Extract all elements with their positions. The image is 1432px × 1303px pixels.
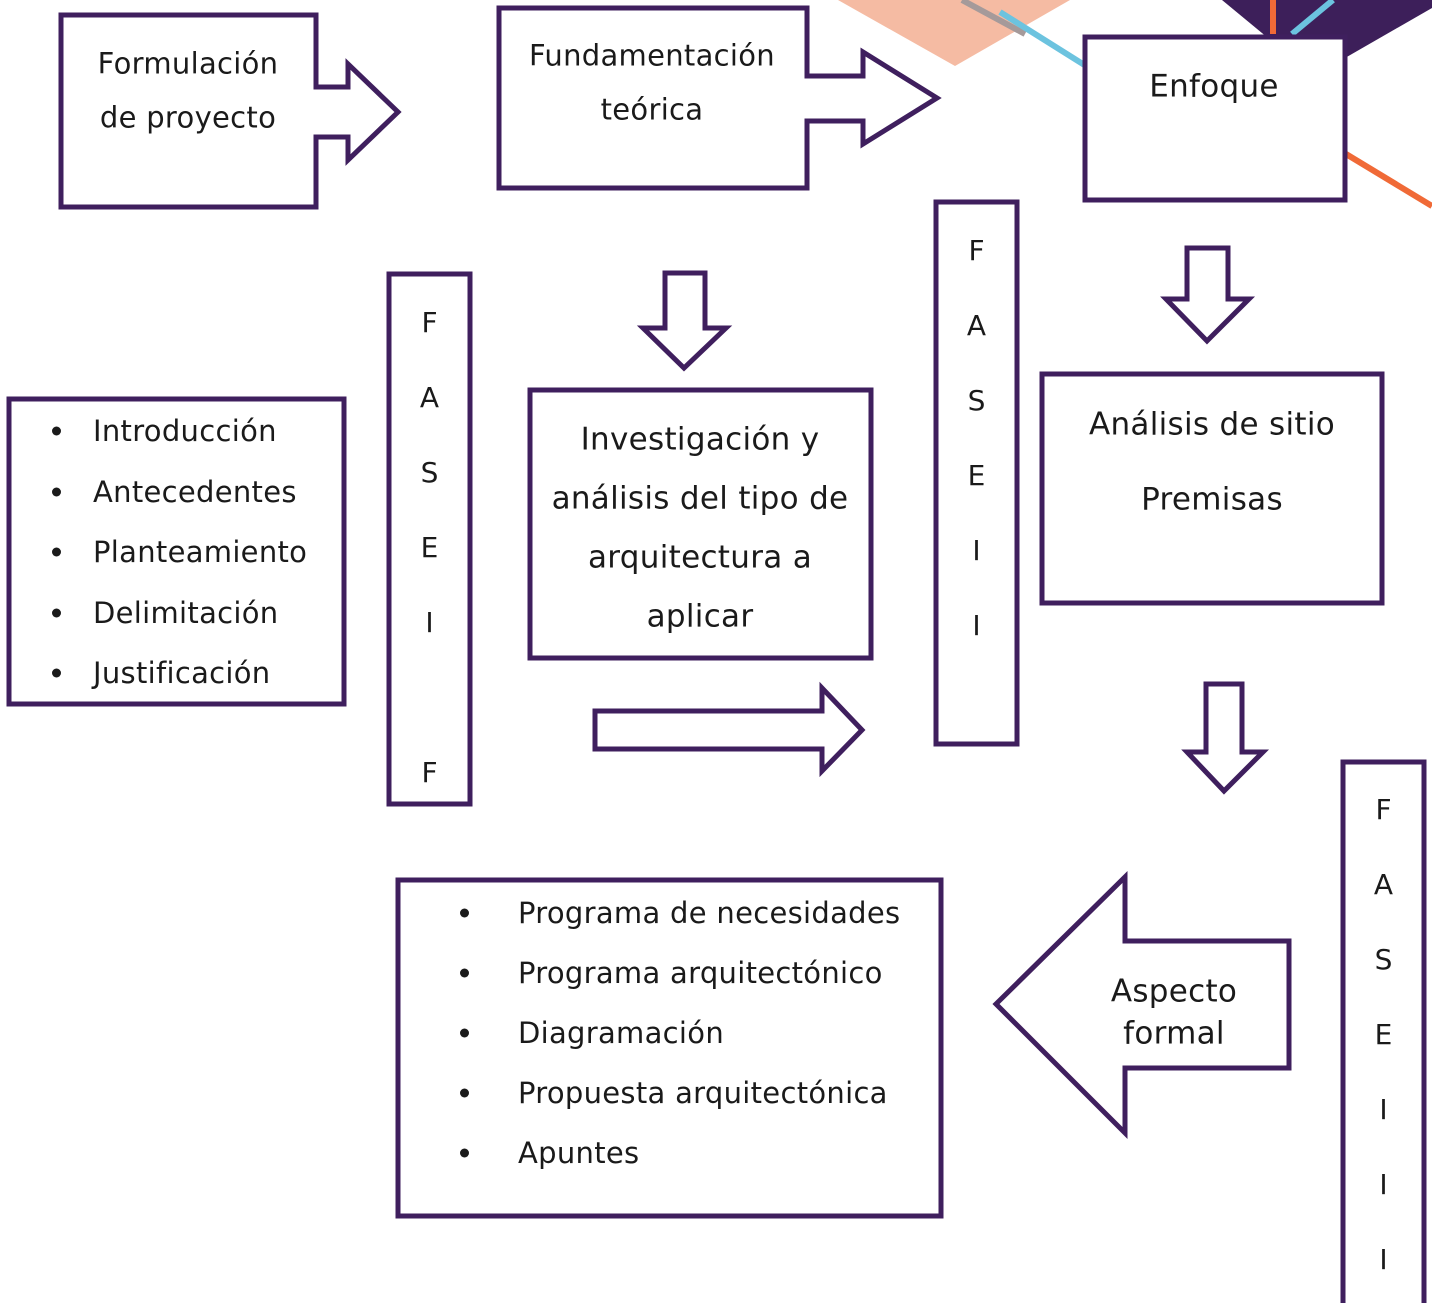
fase1-letter: S xyxy=(420,456,439,489)
fase2-letter: I xyxy=(972,534,981,567)
fase3-letter: I xyxy=(1379,1168,1388,1201)
fundamentacion-callout xyxy=(496,5,942,191)
fase1-column xyxy=(386,271,473,807)
fase1-letter: A xyxy=(419,381,440,414)
fase2-letter: I xyxy=(972,609,981,642)
list-bottom: Programa de necesidades Programa arquite… xyxy=(460,883,900,1183)
fase1-letter: F xyxy=(421,306,438,339)
fase2-letter: S xyxy=(967,384,986,417)
down-arrow-3 xyxy=(1181,681,1270,795)
fase3-letter: S xyxy=(1374,943,1393,976)
orange-line-right xyxy=(1344,151,1432,209)
aspecto-line1: Aspecto xyxy=(1110,973,1238,1010)
fase1-letter: E xyxy=(420,531,439,564)
corner-decoration xyxy=(838,0,1432,209)
formulacion-line2: de proyecto xyxy=(99,100,277,135)
fase3-letter: I xyxy=(1379,1093,1388,1126)
fase2-label: F A S E I I xyxy=(936,237,1017,652)
list-item: Apuntes xyxy=(460,1123,900,1183)
analisis-line1: Análisis de sitio xyxy=(1088,406,1336,443)
right-arrow xyxy=(592,681,866,778)
down-arrow-2 xyxy=(1160,245,1256,345)
fase2-letter: E xyxy=(967,459,986,492)
investigacion-line3: arquitectura a xyxy=(587,539,813,576)
fase2-letter: A xyxy=(966,309,987,342)
aspecto-arrow xyxy=(992,871,1292,1140)
fase3-letter: E xyxy=(1374,1018,1393,1051)
fase2-letter: F xyxy=(968,234,985,267)
list-item: Propuesta arquitectónica xyxy=(460,1063,900,1123)
fase1-letter: I xyxy=(425,606,434,639)
aspecto-line2: formal xyxy=(1123,1015,1225,1052)
list-item: Diagramación xyxy=(460,1003,900,1063)
fase3-column xyxy=(1340,759,1427,1303)
analisis-box xyxy=(1039,371,1385,606)
enfoque-title: Enfoque xyxy=(1149,68,1279,105)
enfoque-box xyxy=(1082,34,1348,203)
fase3-letter: A xyxy=(1373,868,1394,901)
blue-line-right xyxy=(1290,0,1335,37)
investigacion-line4: aplicar xyxy=(646,598,754,635)
list-item: Programa de necesidades xyxy=(460,883,900,943)
fase3-letter: F xyxy=(1375,793,1392,826)
fase2-column xyxy=(933,199,1020,747)
formulacion-line1: Formulación xyxy=(97,46,279,81)
investigacion-line2: análisis del tipo de xyxy=(551,480,849,517)
list-item: Introducción xyxy=(51,401,307,462)
list-item: Justificación xyxy=(51,643,307,704)
list-item: Planteamiento xyxy=(51,522,307,583)
investigacion-box xyxy=(527,387,874,661)
fase3-label: F A S E I I I xyxy=(1343,796,1424,1286)
fase1-letter: F xyxy=(421,756,438,789)
list-item: Delimitación xyxy=(51,583,307,644)
list-item: Antecedentes xyxy=(51,462,307,523)
analisis-line2: Premisas xyxy=(1141,481,1283,518)
down-arrow-1 xyxy=(636,270,733,372)
fase3-letter: I xyxy=(1379,1243,1388,1276)
gray-line xyxy=(960,0,1027,37)
list-item: Programa arquitectónico xyxy=(460,943,900,1003)
fundamentacion-line1: Fundamentación xyxy=(529,38,775,73)
formulacion-callout xyxy=(58,12,402,210)
blue-line-left xyxy=(998,9,1088,69)
list-left: Introducción Antecedentes Planteamiento … xyxy=(51,401,307,704)
investigacion-line1: Investigación y xyxy=(580,421,820,458)
fase1-label: F A S E I F xyxy=(389,309,470,799)
fundamentacion-line2: teórica xyxy=(600,92,704,127)
